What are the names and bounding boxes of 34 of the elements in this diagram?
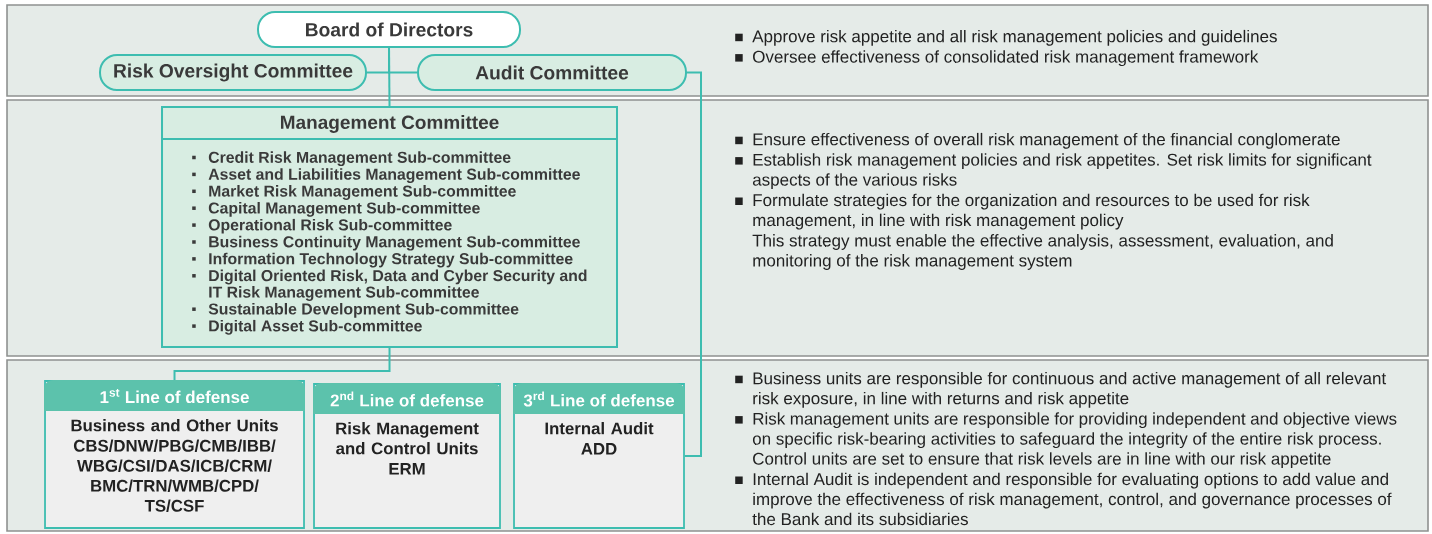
bullet-item: Internal Audit is independent and responsible for evaluating options to add value and improve the effectiveness of risk management, control, and governance processes of the Bank and its subsidiaries: [735, 472, 1392, 526]
bullet-item: Approve risk appetite and all risk management policies and guidelines: [735, 29, 1277, 46]
unit-codes: ERM: [389, 463, 425, 475]
bullet-item: Business units are responsible for continuous and active management of all relevant risk exposure, in line with returns and risk appetite: [735, 371, 1387, 408]
list-item: Market Risk Management Sub-committee: [192, 185, 516, 200]
connector-line: [388, 47, 418, 74]
bullet-text: This strategy must enable the effective analysis, assessment, evaluation, and monitoring of the risk management system: [752, 234, 1333, 270]
header-tab: 3$^{rd}$ Line of defense: [513, 383, 685, 414]
unit-title: Business and Other Units: [71, 419, 278, 432]
list-item: Asset and Liabilities Management Sub-committee: [192, 168, 580, 183]
committee-box: Audit Committee: [417, 54, 687, 91]
bullet-item: Establish risk management policies and risk appetites. Set risk limits for significant aspects of the various risks: [735, 153, 1372, 190]
list-item: Sustainable Development Sub-committee: [192, 303, 519, 318]
unit-title: Internal Audit: [545, 422, 654, 435]
header-tab: 1$^{st}$ Line of defense: [44, 380, 305, 411]
unit-title: Risk Management and Control Units: [336, 422, 479, 455]
list-item: Information Technology Strategy Sub-committee: [192, 252, 573, 268]
list-item: Business Continuity Management Sub-committee: [192, 235, 580, 251]
list-item: Digital Oriented Risk, Data and Cyber Security and IT Risk Management Sub-committee: [192, 269, 587, 301]
bullet-item: Formulate strategies for the organization and resources to be used for risk management, in line with risk management policy: [735, 193, 1310, 230]
committee-box: Risk Oversight Committee: [99, 54, 367, 91]
header-tab: 2$^{nd}$ Line of defense: [313, 383, 501, 414]
bullet-item: Risk management units are responsible for providing independent and objective views on specific risk-bearing activities to safeguard the integrity of the entire risk process. Control units are set to ensure that risk levels are in line with our risk appetite: [735, 412, 1397, 469]
bullet-item: Oversee effectiveness of consolidated risk management framework: [735, 50, 1259, 67]
list-item: Digital Asset Sub-committee: [192, 319, 422, 335]
list-item: Operational Risk Sub-committee: [192, 218, 452, 234]
unit-codes: ADD: [581, 443, 617, 455]
list-item: Credit Risk Management Sub-committee: [192, 151, 511, 167]
connector-line: [173, 347, 391, 382]
unit-codes: CBS/DNW/PBG/CMB/IBB/ WBG/CSI/DAS/ICB/CRM/ BMC/TRN/WMB/CPD/ TS/CSF: [73, 439, 276, 512]
bullet-item: Ensure effectiveness of overall risk management of the financial conglomerate: [735, 132, 1340, 149]
list-item: Capital Management Sub-committee: [192, 202, 480, 217]
connector-line: [683, 71, 702, 457]
committee-box: Board of Directors: [257, 11, 521, 48]
